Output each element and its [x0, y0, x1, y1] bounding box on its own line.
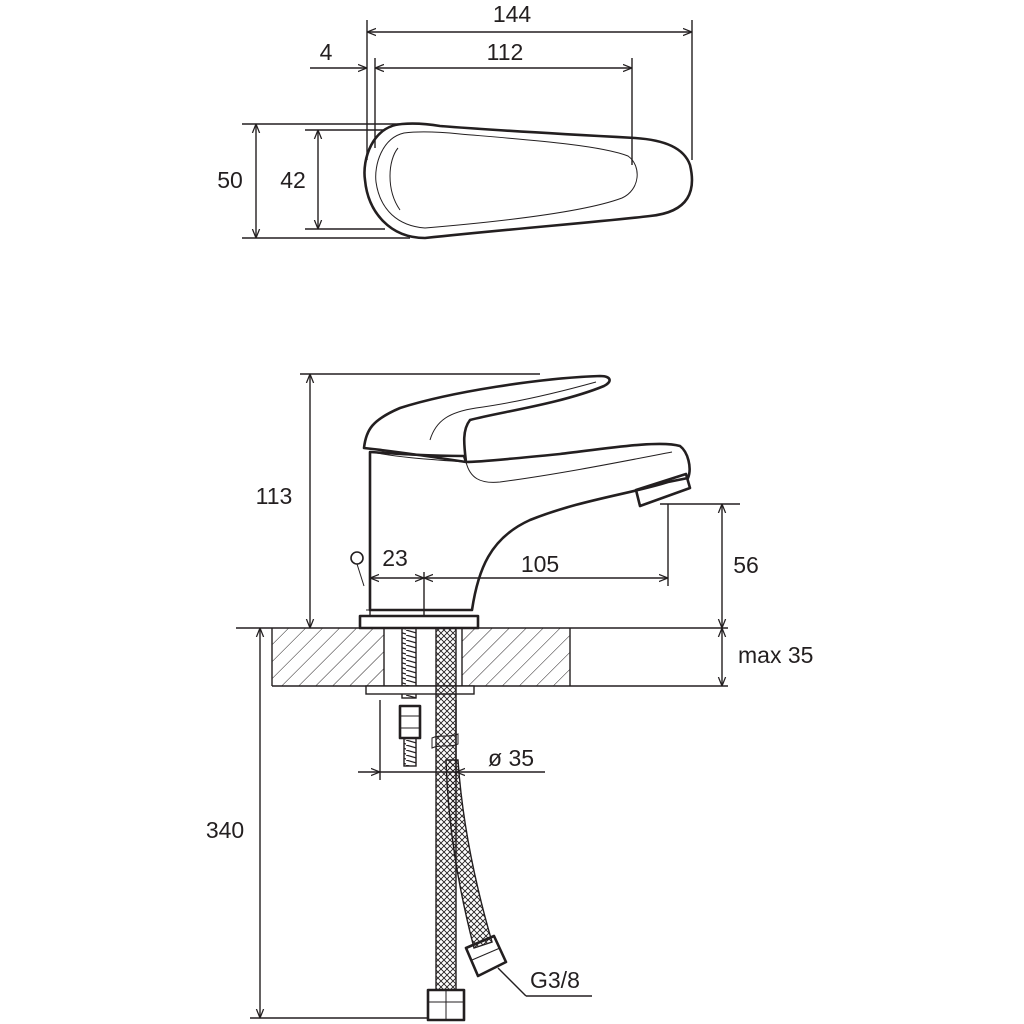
dim-42-label: 42 [280, 167, 306, 193]
side-view: 113 23 105 56 max 35 ø 35 340 G3/8 [206, 373, 813, 1022]
dim-dia35-label: ø 35 [488, 745, 534, 771]
threaded-stud [401, 627, 417, 699]
threaded-stud-lower [403, 737, 417, 767]
lever-side [362, 374, 611, 464]
spout-inner [465, 451, 673, 483]
fixing-plate [365, 685, 475, 695]
dim-4-label: 4 [320, 39, 333, 65]
dim-56-label: 56 [733, 552, 759, 578]
dim-144-label: 144 [493, 1, 532, 27]
aerator [634, 472, 692, 508]
lever-top-outline [363, 122, 694, 240]
dim-50-label: 50 [217, 167, 243, 193]
hex-nut [398, 704, 422, 740]
lever-side-detail [429, 381, 597, 441]
dim-340-label: 340 [206, 817, 244, 843]
top-view: 144 112 4 50 42 [217, 1, 694, 240]
hose-nut-1 [426, 988, 466, 1022]
hose-2 [445, 759, 493, 949]
faucet-base [358, 614, 480, 630]
countertop-left [272, 628, 384, 686]
dim-23-label: 23 [382, 545, 408, 571]
dim-max35-label: max 35 [738, 642, 813, 668]
faucet-body [368, 442, 691, 612]
leader-g38 [497, 967, 527, 997]
countertop-right [462, 628, 570, 686]
lever-top-inner-2 [389, 147, 401, 211]
dim-105-label: 105 [521, 551, 559, 577]
hose-nut-2 [464, 934, 508, 978]
dim-g38-label: G3/8 [530, 967, 580, 993]
dim-113-label: 113 [256, 483, 293, 509]
dim-112-label: 112 [487, 39, 524, 65]
pop-up-knob [350, 551, 364, 565]
lever-top-inner [375, 131, 638, 229]
